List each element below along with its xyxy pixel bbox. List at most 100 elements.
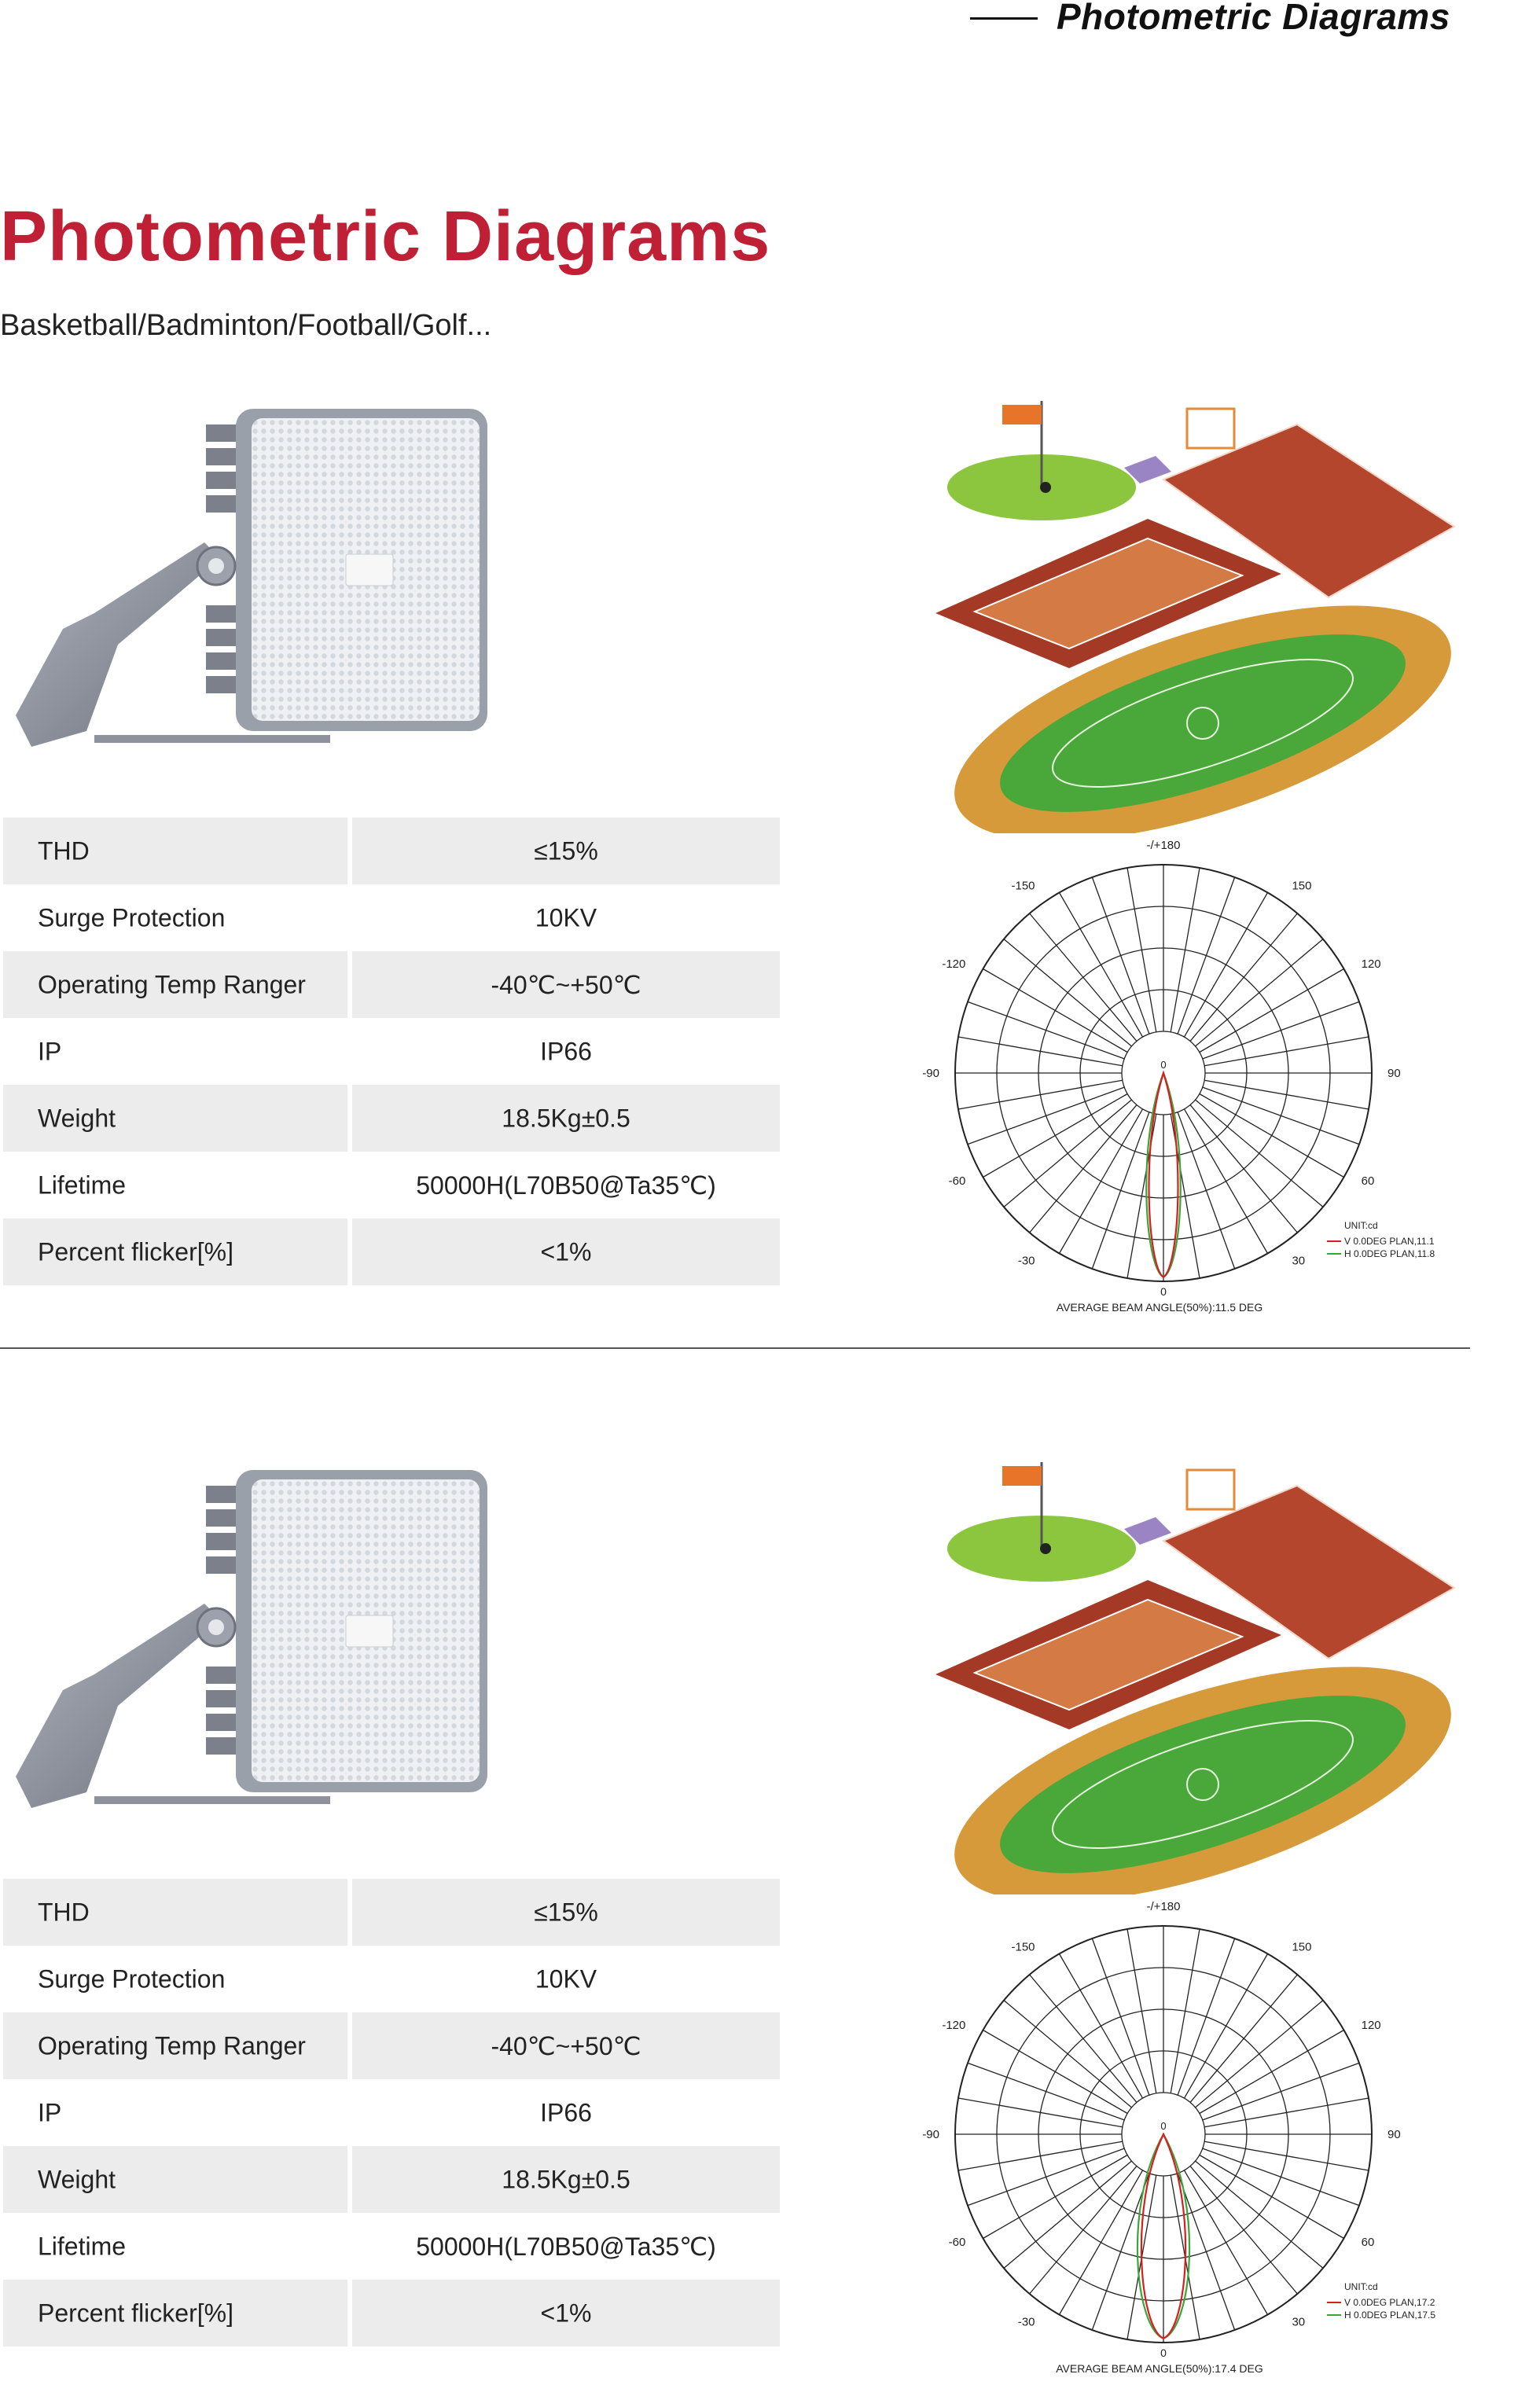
spec-label-cell: Lifetime <box>3 1152 347 1218</box>
spec-value-cell: IP66 <box>352 1018 780 1085</box>
spec-value: IP66 <box>540 2098 592 2126</box>
polar-spoke <box>1177 2173 1236 2331</box>
polar-spoke <box>1199 968 1344 1053</box>
angle-label-neg30: -30 <box>1018 2315 1035 2328</box>
polar-spoke <box>1204 2097 1369 2128</box>
polar-spoke <box>1195 2000 1324 2108</box>
spec-value-cell: ≤15% <box>352 1879 780 1946</box>
polar-spoke <box>967 1086 1125 1145</box>
spec-label: Weight <box>38 1104 116 1132</box>
spec-row: IP IP66 <box>3 2079 780 2146</box>
angle-label-120: 120 <box>1362 957 1381 971</box>
angle-label-30: 30 <box>1292 2315 1305 2328</box>
angle-label-180: -/+180 <box>1147 1900 1181 1913</box>
polar-spoke <box>957 1036 1123 1067</box>
angle-label-0: 0 <box>1160 1285 1167 1298</box>
polar-spoke <box>1177 1938 1236 2096</box>
spec-row: Operating Temp Ranger-40℃~+50℃ <box>3 2012 780 2079</box>
angle-label-neg90: -90 <box>922 2128 939 2141</box>
angle-label-120: 120 <box>1362 2019 1381 2032</box>
spec-row: Percent flicker[%] <1% <box>3 1218 780 1285</box>
spec-value-cell: 10KV <box>352 1946 780 2012</box>
spec-label-cell: Operating Temp Ranger <box>3 951 347 1018</box>
sports-fields-illustration <box>935 401 1456 833</box>
polar-spoke <box>1127 867 1157 1032</box>
floodlight-product-image <box>16 1470 487 1808</box>
spec-label: Percent flicker[%] <box>38 1237 233 1266</box>
spec-label: Lifetime <box>38 2232 127 2260</box>
angle-label-neg30: -30 <box>1018 1254 1035 1267</box>
polar-spoke <box>957 2097 1123 2128</box>
polar-spoke <box>1189 1974 1298 2103</box>
spec-row: Weight 18.5Kg±0.5 <box>3 1085 780 1152</box>
header-rule <box>970 17 1038 20</box>
unit-label: UNIT:cd <box>1344 1220 1378 1231</box>
polar-spoke <box>1189 2166 1298 2295</box>
spec-value: 50000H(L70B50@Ta35℃) <box>416 1170 716 1200</box>
angle-label-neg150: -150 <box>1011 880 1035 893</box>
spec-row: Lifetime 50000H(L70B50@Ta35℃) <box>3 1152 780 1218</box>
polar-spoke <box>1183 1953 1269 2099</box>
spec-value: IP66 <box>540 1037 592 1065</box>
spec-row: Weight 18.5Kg±0.5 <box>3 2146 780 2213</box>
spec-value: <1% <box>540 1237 592 1266</box>
angle-label-neg120: -120 <box>942 957 965 971</box>
spec-label: Operating Temp Ranger <box>38 970 306 998</box>
spec-row: Percent flicker[%]<1% <box>3 2280 780 2346</box>
section-divider <box>0 1347 1470 1349</box>
polar-spoke <box>1202 2148 1360 2207</box>
spec-label: Weight <box>38 2165 116 2193</box>
spec-label-cell: THD <box>3 1879 347 1946</box>
spec-label: IP <box>38 2098 62 2126</box>
polar-spoke <box>1091 876 1150 1034</box>
spec-value-cell: <1% <box>352 2280 780 2346</box>
spec-row: THD≤15% <box>3 818 780 884</box>
spec-label: THD <box>38 1898 90 1926</box>
spec-label-cell: Lifetime <box>3 2213 347 2280</box>
header-title: Photometric Diagrams <box>1057 0 1450 37</box>
polar-spoke <box>1029 913 1138 1042</box>
unit-label: UNIT:cd <box>1344 2281 1378 2292</box>
legend-h: H 0.0DEG PLAN,11.8 <box>1344 1248 1435 1259</box>
polar-spoke <box>1204 1079 1369 1110</box>
spec-value: ≤15% <box>534 1898 598 1926</box>
spec-value: 18.5Kg±0.5 <box>502 2165 630 2193</box>
polar-spoke <box>1183 892 1269 1038</box>
spec-label: IP <box>38 1037 62 1065</box>
angle-label-60: 60 <box>1362 1174 1375 1188</box>
polar-spoke <box>957 2141 1123 2171</box>
spec-row: Operating Temp Ranger -40℃~+50℃ <box>3 951 780 1018</box>
polar-spoke <box>1058 1108 1144 1254</box>
polar-spoke <box>1170 1928 1200 2093</box>
polar-spoke <box>1003 2160 1132 2269</box>
polar-spoke <box>1183 2170 1269 2315</box>
polar-spoke <box>1003 2000 1132 2108</box>
polar-spoke <box>957 1079 1123 1110</box>
polar-spoke <box>1091 1112 1150 1270</box>
spec-value: -40℃~+50℃ <box>491 2031 641 2060</box>
beam-curve-v <box>1140 2132 1187 2339</box>
polar-spoke <box>1202 1086 1360 1145</box>
center-label: 0 <box>1160 2120 1166 2132</box>
spec-value-cell: -40℃~+50℃ <box>352 951 780 1018</box>
spec-value-cell: -40℃~+50℃ <box>352 2012 780 2079</box>
angle-label-150: 150 <box>1292 880 1311 893</box>
spec-value-cell: 10KV <box>352 884 780 951</box>
spec-label-cell: THD <box>3 818 347 884</box>
beam-curve-v <box>1148 1070 1179 1279</box>
polar-photometric-chart: -/+180150-150120-12090-9060-6030-3000UNI… <box>922 1900 1435 2375</box>
polar-spoke <box>1202 1001 1360 1060</box>
spec-label: THD <box>38 836 90 865</box>
spec-label-cell: Percent flicker[%] <box>3 2280 347 2346</box>
polar-spoke <box>1058 892 1144 1038</box>
angle-label-180: -/+180 <box>1147 839 1181 852</box>
beam-angle-label: AVERAGE BEAM ANGLE(50%):11.5 DEG <box>1057 1301 1263 1314</box>
angle-label-neg120: -120 <box>942 2019 965 2032</box>
spec-value-cell: 50000H(L70B50@Ta35℃) <box>352 1152 780 1218</box>
spec-value: -40℃~+50℃ <box>491 970 641 999</box>
spec-value-cell: <1% <box>352 1218 780 1285</box>
spec-value-cell: 18.5Kg±0.5 <box>352 1085 780 1152</box>
